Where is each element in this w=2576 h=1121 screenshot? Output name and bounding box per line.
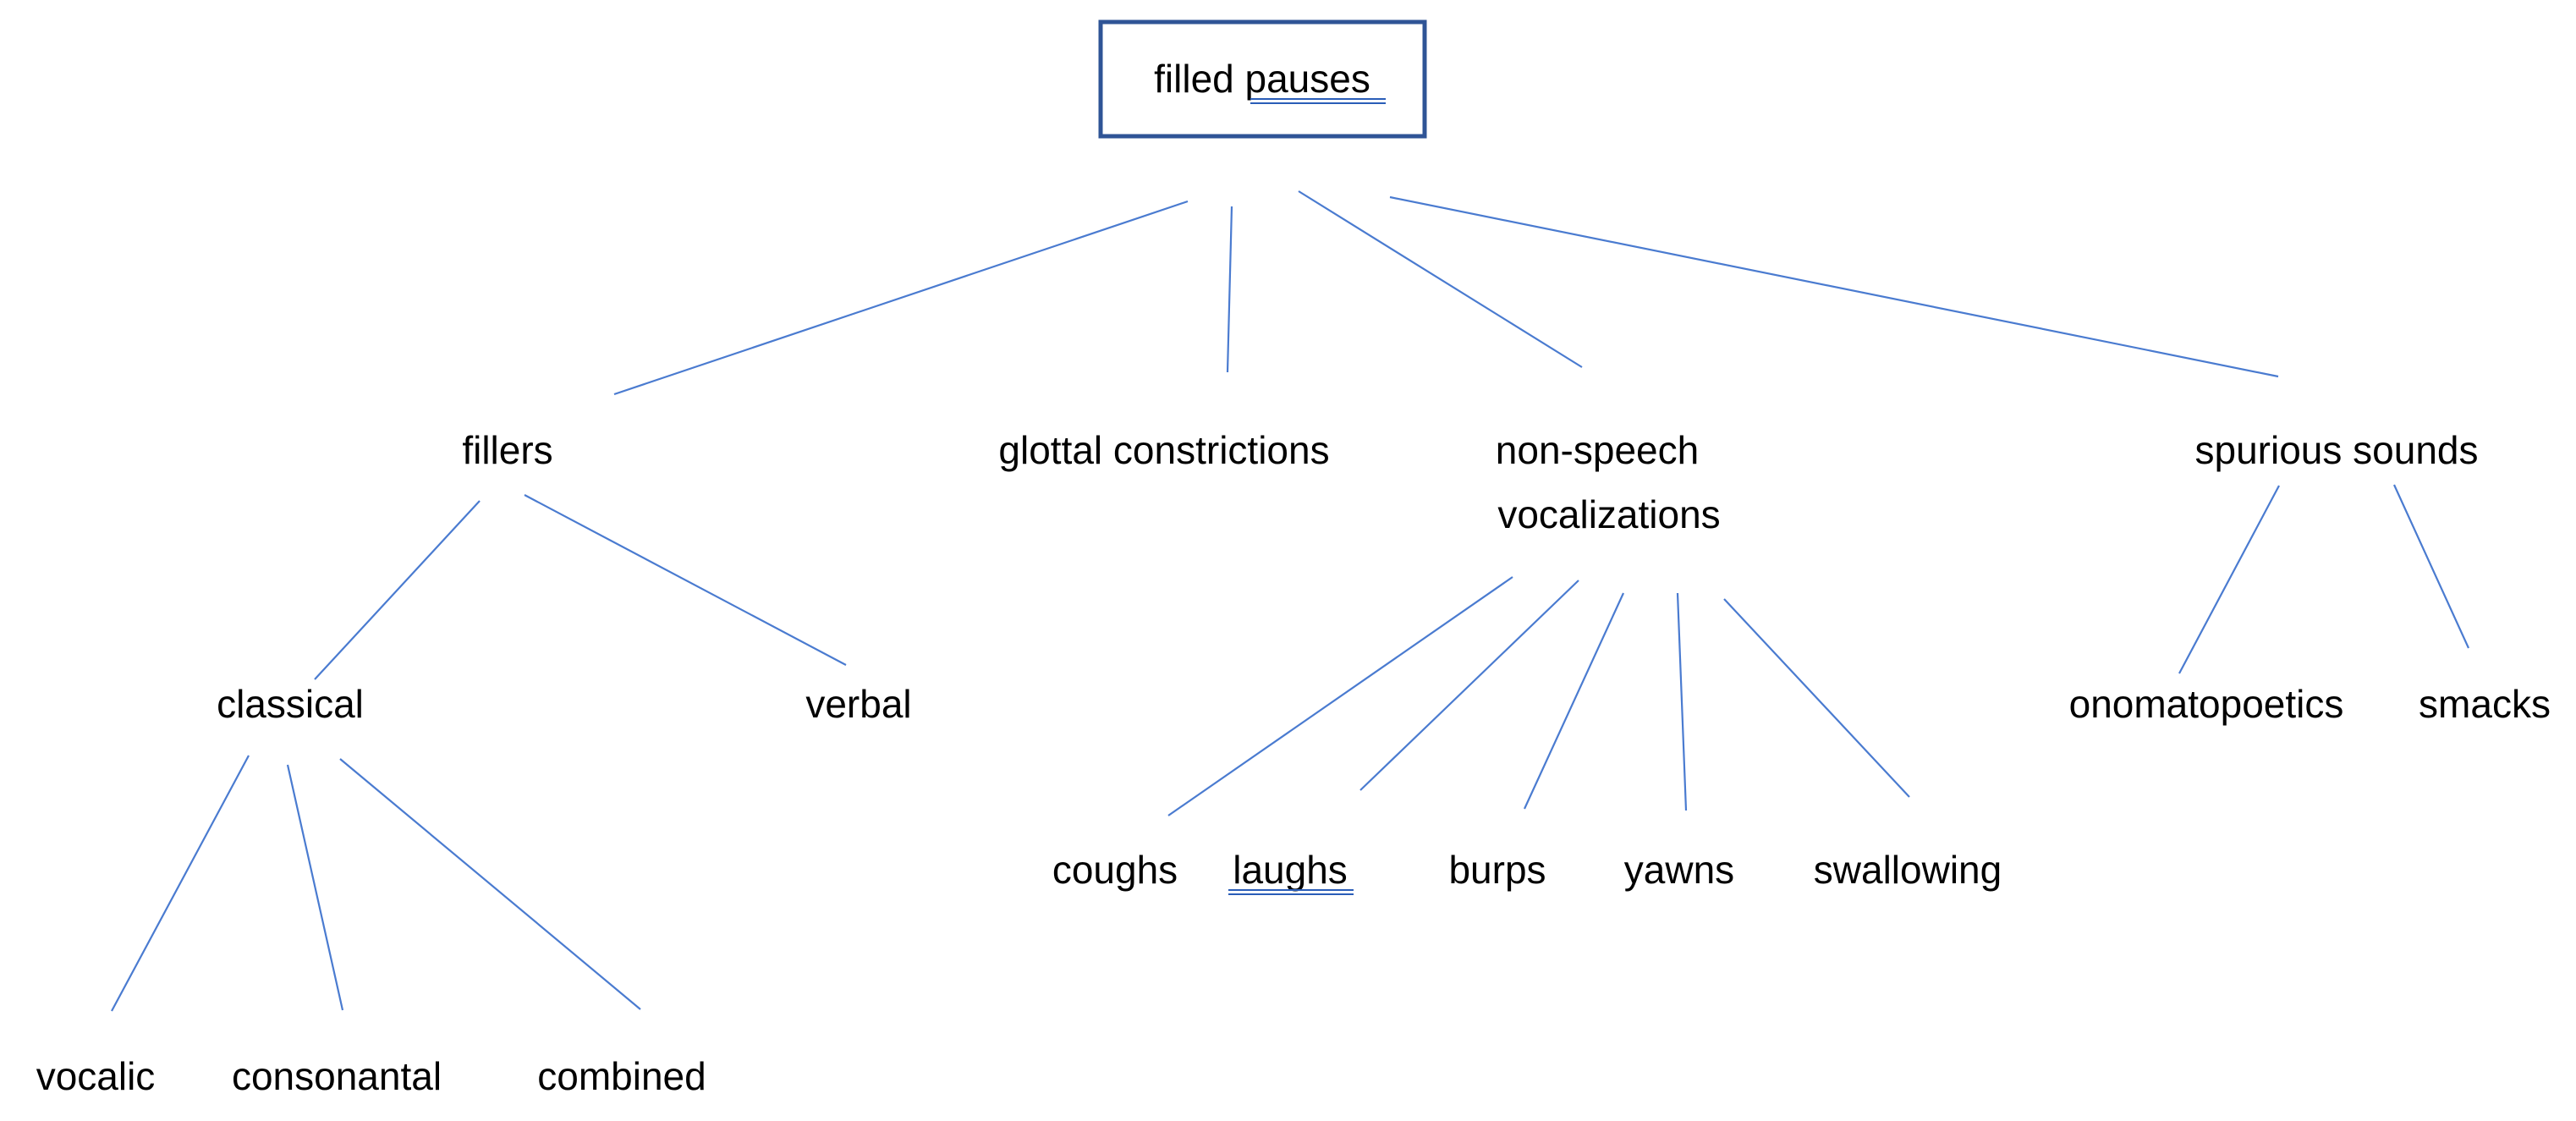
- node-glottal-constrictions: glottal constrictions: [998, 428, 1329, 472]
- edge-nonspeech-swallowing: [1723, 598, 1910, 798]
- node-combined: combined: [537, 1054, 706, 1098]
- edge-fillers-verbal: [524, 494, 847, 666]
- root-box: [1098, 19, 1427, 139]
- node-smacks: smacks: [2419, 682, 2551, 726]
- root-label-prefix: filled: [1154, 57, 1244, 101]
- edge-classical-vocalic: [111, 755, 250, 1012]
- node-fillers: fillers: [462, 428, 552, 472]
- edge-nonspeech-burps: [1524, 592, 1624, 810]
- edge-root-fillers: [613, 200, 1189, 396]
- node-coughs: coughs: [1052, 848, 1178, 892]
- node-consonantal: consonantal: [232, 1054, 442, 1098]
- edge-classical-consonantal: [286, 764, 344, 1011]
- edge-spurious-onomatopoetics: [2178, 485, 2280, 674]
- edge-root-nonspeech: [1298, 190, 1583, 368]
- root-label: filled pauses: [1154, 57, 1370, 101]
- node-nonspeech-line2: vocalizations: [1497, 492, 1720, 536]
- node-nonspeech-line1: non-speech: [1496, 428, 1699, 472]
- edge-nonspeech-yawns: [1676, 592, 1688, 811]
- edges: [111, 190, 2470, 1012]
- edge-nonspeech-laughs: [1359, 580, 1579, 791]
- node-laughs: laughs: [1233, 848, 1348, 892]
- node-yawns: yawns: [1624, 848, 1734, 892]
- node-verbal: verbal: [805, 682, 911, 726]
- edge-root-spurious: [1389, 195, 2279, 378]
- node-burps: burps: [1448, 848, 1546, 892]
- edge-classical-combined: [339, 758, 641, 1010]
- node-swallowing: swallowing: [1814, 848, 2002, 892]
- node-classical: classical: [217, 682, 364, 726]
- edge-root-glottal: [1226, 206, 1233, 373]
- edge-fillers-classical: [314, 500, 481, 680]
- root-label-underlined-word: pauses: [1245, 57, 1370, 101]
- edge-spurious-smacks: [2392, 484, 2470, 649]
- root-node: filled pauses: [1098, 19, 1427, 139]
- node-vocalic: vocalic: [36, 1054, 156, 1098]
- edge-nonspeech-coughs: [1167, 576, 1513, 816]
- node-onomatopoetics: onomatopoetics: [2069, 682, 2344, 726]
- node-spurious-sounds: spurious sounds: [2195, 428, 2479, 472]
